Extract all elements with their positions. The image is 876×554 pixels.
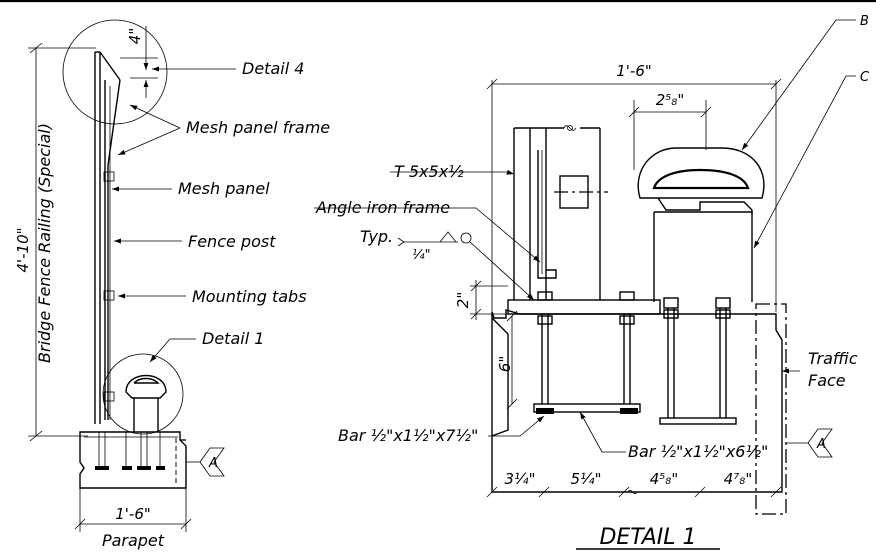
post-break-dot: [567, 125, 573, 131]
bar-right-leader: [579, 411, 626, 453]
weld-fillet-symbol: [439, 231, 457, 243]
bar-right-label: Bar ½"x1½"x6½": [628, 442, 768, 461]
rail-top-cap: [637, 147, 765, 199]
weld-size: ¼": [412, 248, 431, 263]
detail-4-label: Detail 4: [242, 59, 304, 78]
bottom-dim-2: 5¼": [571, 470, 602, 488]
rail-dim-ticks: [628, 106, 712, 118]
post-bolt-right: [623, 314, 631, 404]
post-nut-left-lower: [537, 315, 553, 325]
traffic-face-line1: Traffic: [808, 349, 858, 368]
bottom-break: [627, 489, 638, 495]
plate-dim-ticks: [470, 280, 482, 320]
bar-bottom-post: [533, 403, 641, 413]
traffic-face-boundary: [755, 303, 787, 515]
height-dim-ticks: [29, 42, 43, 442]
small-rail-top: [125, 374, 167, 399]
post-bolt-left: [541, 314, 549, 404]
angle-iron-leader: [314, 207, 541, 263]
angle-iron-frame: [537, 150, 557, 279]
mesh-panel-label: Mesh panel: [178, 179, 270, 198]
rail-bolt-right: [719, 308, 727, 418]
detail-4-circle: [62, 19, 168, 125]
concrete-left-edge: [491, 317, 509, 437]
left-elevation-view: 4'-10" Bridge Fence Railing (Special) 4"…: [14, 19, 330, 550]
bottom-dim-3: 4⁵₈": [650, 470, 678, 488]
detail-1-title: DETAIL 1: [599, 525, 696, 550]
d1-overall-width: 1'-6": [616, 62, 652, 80]
post-break-line: [563, 125, 577, 131]
fence-post-label: Fence post: [188, 232, 276, 251]
traffic-face-line2: Face: [808, 371, 846, 390]
top-dim-4in: 4": [126, 28, 144, 44]
embed-dim-6in: 6": [496, 356, 514, 372]
edge-label-b: B: [860, 14, 869, 29]
mesh-frame-leader-a: [129, 104, 181, 129]
rail-nut-left: [663, 297, 679, 309]
post-nut-right: [619, 291, 635, 301]
parapet-width-dim: 1'-6": [115, 505, 151, 523]
bottom-dim-1: 3¼": [505, 470, 536, 488]
tee-label: T 5x5x½: [394, 162, 464, 181]
bottom-dim-4: 4⁷₈": [724, 470, 752, 488]
post-back-taper: [107, 79, 121, 166]
weld-tail: [397, 237, 405, 247]
rail-nut-right: [715, 297, 731, 309]
edge-b-leader: [741, 19, 856, 151]
parapet-dim-ticks: [74, 518, 192, 530]
railing-title-vertical: Bridge Fence Railing (Special): [35, 123, 54, 363]
overall-height-dim: 4'-10": [14, 227, 32, 272]
bar-left-label: Bar ½"x1½"x7½": [338, 426, 478, 445]
section-a-label-left: A: [208, 456, 218, 471]
mounting-tab-upper: [103, 171, 115, 182]
section-a-label-right: A: [816, 437, 826, 452]
detail1-leader: [149, 338, 196, 363]
weld-arrow: [469, 241, 535, 301]
parapet-bar-4: [156, 466, 165, 470]
weld-typ-label: Typ.: [360, 227, 393, 246]
plate-dim-2in: 2": [454, 292, 472, 308]
angle-iron-label: Angle iron frame: [315, 198, 450, 217]
edge-label-c: C: [860, 70, 870, 85]
parapet-label: Parapet: [102, 531, 165, 550]
d1-width-ticks: [486, 78, 782, 90]
rail-bolt-left: [667, 308, 675, 418]
mesh-panel-frame-label: Mesh panel frame: [186, 118, 330, 137]
mesh-frame-leader-b: [117, 127, 181, 156]
parapet-bar-2: [122, 466, 132, 470]
bar-end-right: [620, 408, 638, 414]
edge-c-leader: [753, 75, 856, 249]
parapet-outline: [79, 431, 187, 489]
small-rail-slot: [133, 377, 160, 384]
detail-1-circle: [102, 353, 184, 435]
post-nut-right-lower: [619, 315, 635, 325]
bar-end-left: [536, 408, 554, 414]
bar-left-leader: [488, 415, 545, 437]
rail-dim-text: 2⁵₈": [656, 91, 684, 109]
concrete-outline: [491, 309, 783, 493]
section-a-symbol-left: [199, 447, 225, 477]
parapet-bar-1: [95, 466, 109, 470]
mounting-tab-middle: [103, 290, 115, 301]
section-a-symbol-right: [807, 428, 833, 458]
rail-slot-outline: [652, 168, 750, 190]
base-plate: [507, 299, 661, 315]
post-nut-left: [537, 291, 553, 301]
rail-lip: [657, 197, 753, 214]
embed-dim-ticks: [506, 310, 518, 410]
mounting-tab-lower: [103, 391, 115, 402]
bar-bottom-rail: [659, 417, 737, 425]
detail-1-view: 1'-6" 2⁵₈" 2": [314, 14, 870, 550]
weld-all-around: [460, 232, 472, 244]
detail-1-label: Detail 1: [202, 329, 264, 348]
bottom-dim-ticks: [486, 486, 782, 498]
parapet-bar-3: [137, 466, 151, 470]
post-top-slope: [99, 51, 121, 81]
mounting-tabs-label: Mounting tabs: [192, 287, 307, 306]
tee-leader: [390, 169, 515, 175]
